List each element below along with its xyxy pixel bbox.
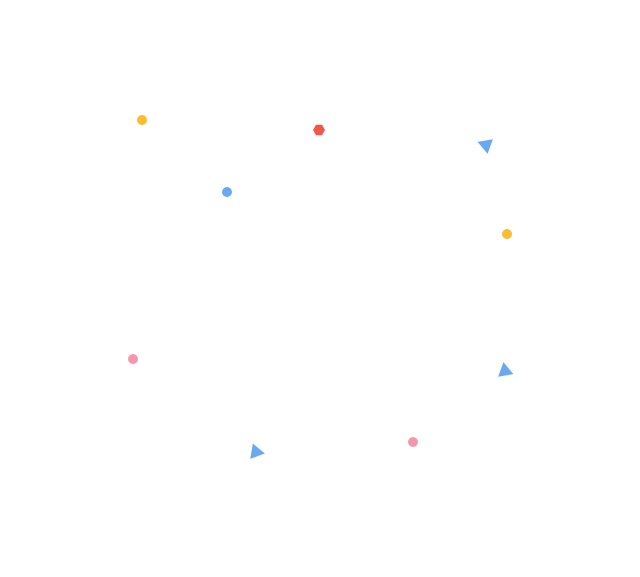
yellow-dot-icon [137, 115, 147, 125]
blue-triangle-icon [250, 443, 265, 459]
pink-dot-icon [128, 354, 138, 364]
pink-dot-icon [408, 437, 418, 447]
blue-triangle-icon [498, 362, 514, 377]
yellow-dot-icon [502, 229, 512, 239]
blue-triangle-icon [477, 139, 493, 154]
red-hexagon-icon [313, 124, 325, 136]
blue-dot-icon [222, 187, 232, 197]
